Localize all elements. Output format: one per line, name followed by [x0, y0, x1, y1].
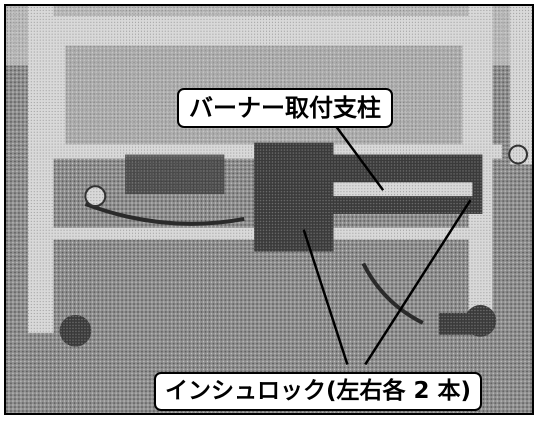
leader-cable-tie-left	[302, 229, 349, 365]
burner-post	[254, 142, 334, 252]
photo: バーナー取付支柱 インシュロック(左右各 2 本)	[4, 4, 534, 415]
cable-tie-callout: インシュロック(左右各 2 本)	[154, 372, 483, 411]
burner-post-callout: バーナー取付支柱	[177, 88, 393, 128]
leader-cable-tie-right	[364, 199, 472, 366]
caster-left	[59, 314, 92, 347]
photo-illustration	[6, 6, 532, 413]
leader-burner-post	[332, 122, 385, 191]
left-leg	[27, 6, 54, 333]
